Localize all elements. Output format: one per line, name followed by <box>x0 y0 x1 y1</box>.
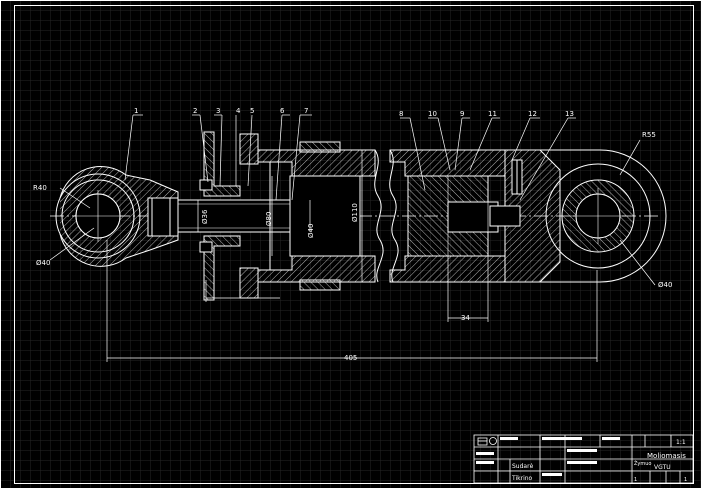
part-label: 12 <box>528 110 537 118</box>
part-labels: 1 2 3 4 5 6 7 8 10 9 11 12 13 <box>134 107 574 118</box>
drawing-scale: 1:1 <box>676 439 686 446</box>
left-rod-eye <box>55 166 179 267</box>
title-block-texts: Moliomasis 1:1 Sudarė Tikrino Żymuo VGTU… <box>511 439 687 483</box>
dim-r55: R55 <box>642 131 656 139</box>
row-drawn-by: Sudarė <box>512 463 534 470</box>
rod-gland <box>199 131 259 301</box>
part-label: 7 <box>304 107 308 115</box>
dim-r40: R40 <box>33 184 47 192</box>
piston <box>407 175 499 257</box>
barrel-right <box>389 149 506 283</box>
part-label: 9 <box>460 110 464 118</box>
part-label: 1 <box>134 107 138 115</box>
part-label: 10 <box>428 110 437 118</box>
dim-d40-left: Ø40 <box>36 259 50 267</box>
title-block <box>473 434 694 484</box>
piston-rod <box>177 199 291 233</box>
part-label: 3 <box>216 107 220 115</box>
part-label: 6 <box>280 107 285 115</box>
logo-icon <box>477 437 497 446</box>
dim-d40-center: Ø40 <box>307 224 315 238</box>
cylinder-assembly <box>49 114 667 362</box>
dim-405: 405 <box>344 354 357 362</box>
drawing-title: Moliomasis <box>647 452 686 460</box>
school-name: VGTU <box>654 464 671 471</box>
part-label: 5 <box>250 107 254 115</box>
end-cap <box>489 149 561 283</box>
dim-d36: Ø36 <box>201 209 209 224</box>
row-checked-by: Tikrino <box>511 475 533 482</box>
dim-d80: Ø80 <box>265 212 273 226</box>
break-line-right <box>389 149 399 283</box>
dimension-lines <box>106 150 598 362</box>
dimension-texts: R40 Ø40 R55 Ø40 Ø36 Ø80 Ø40 Ø110 34 405 <box>33 131 672 362</box>
sheet-number: 1 <box>634 477 637 483</box>
part-label: 11 <box>488 110 497 118</box>
part-label: 13 <box>565 110 574 118</box>
sheet-count: 1 <box>684 477 687 483</box>
dim-d110: Ø110 <box>351 203 359 222</box>
right-clevis-eye <box>540 149 667 283</box>
break-line-left <box>374 149 384 283</box>
part-label: 4 <box>236 107 241 115</box>
dim-d40-right: Ø40 <box>658 281 672 289</box>
barrel-left <box>257 141 376 291</box>
dim-34: 34 <box>461 314 470 322</box>
part-label: 2 <box>193 107 197 115</box>
school-label: Żymuo <box>634 460 651 467</box>
part-label: 8 <box>399 110 403 118</box>
leader-lines <box>49 114 656 286</box>
inner-frame <box>14 5 694 484</box>
